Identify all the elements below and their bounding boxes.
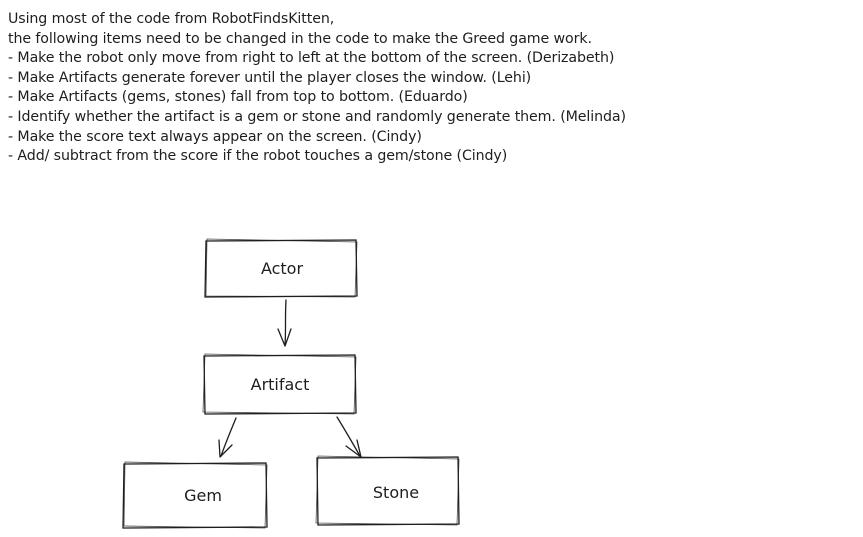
actor-node: Actor [204,238,358,298]
note-line: - Make the score text always appear on t… [8,128,422,145]
note-line: Using most of the code from RobotFindsKi… [8,11,335,27]
artifact-label: Artifact [251,375,310,394]
actor-label: Actor [261,259,304,278]
gem-node: Gem [122,461,268,529]
stone-node: Stone [315,455,460,526]
note-line: - Make the robot only move from right to… [8,50,615,67]
requirements-notes: Using most of the code from RobotFindsKi… [8,10,626,167]
arrow-artifact-to-gem [218,417,237,458]
gem-label: Gem [184,486,222,505]
note-line: - Make Artifacts generate forever until … [8,69,532,86]
arrow-artifact-to-stone [336,416,362,458]
stone-label: Stone [373,483,419,502]
note-line: - Make Artifacts (gems, stones) fall fro… [8,89,468,106]
note-line: the following items need to be changed i… [8,30,592,47]
arrow-actor-to-artifact [277,299,292,347]
note-line: - Identify whether the artifact is a gem… [8,108,626,125]
artifact-node: Artifact [202,353,357,415]
note-line: - Add/ subtract from the score if the ro… [8,148,508,165]
